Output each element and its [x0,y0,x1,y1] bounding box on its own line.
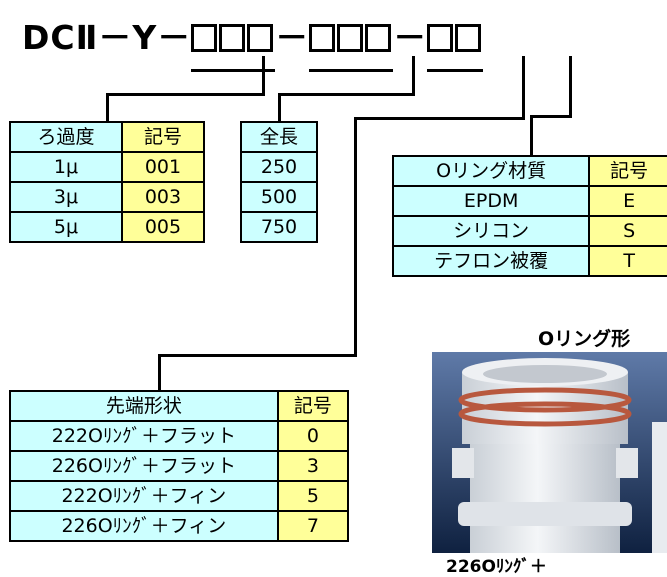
symbol-value: 0 [276,420,350,452]
connector-line [530,115,572,118]
slot-group-2 [309,8,394,72]
filtration-header: ろ過度 [9,121,123,153]
slot-group-1 [191,8,276,72]
oring-material-value: シリコン [391,215,591,247]
slot-box [247,24,274,52]
symbol-value: 7 [276,510,350,542]
symbol-header: 記号 [588,155,667,187]
oring-cartridge-photo [432,352,667,553]
connector-line [278,93,281,121]
connector-line [569,56,572,118]
table-row: 750 [240,211,318,243]
connector-line [354,117,525,120]
tip-shape-header: 先端形状 [9,390,279,422]
symbol-value: 3 [276,450,350,482]
slot-box [455,24,482,52]
oring-material-header: Oリング材質 [391,155,591,187]
tip-shape-value: 222Oﾘﾝｸﾞ＋フラット [9,420,279,452]
slot-group-3 [427,8,484,72]
oring-material-value: EPDM [391,185,591,217]
symbol-header: 記号 [276,390,350,422]
connector-line [262,56,265,96]
length-header: 全長 [240,121,318,153]
slot-box [365,24,392,52]
table-row: 500 [240,181,318,213]
tip-shape-value: 226Oﾘﾝｸﾞ＋フラット [9,450,279,482]
table-header-row: 全長 [240,121,318,153]
slot-box [191,24,218,52]
table-header-row: 先端形状 記号 [9,390,350,422]
table-row: 1μ 001 [9,151,206,183]
photo-caption: Oリング形 [538,328,631,350]
table-row: 3μ 003 [9,181,206,213]
code-separator: － [275,18,310,57]
tip-shape-value: 222Oﾘﾝｸﾞ＋フィン [9,480,279,512]
oring-material-table: Oリング材質 記号 EPDM E シリコン S テフロン被覆 T [391,155,667,277]
connector-line [158,354,357,357]
cartridge-illustration [432,352,667,553]
table-row: EPDM E [391,185,667,217]
filtration-value: 1μ [9,151,123,183]
table-header-row: ろ過度 記号 [9,121,206,153]
length-value: 250 [240,151,318,183]
length-value: 750 [240,211,318,243]
table-header-row: Oリング材質 記号 [391,155,667,187]
symbol-header: 記号 [120,121,206,153]
connector-line [354,117,357,357]
connector-line [412,56,415,96]
table-row: シリコン S [391,215,667,247]
symbol-value: 005 [120,211,206,243]
code-prefix: DCⅡ－Y－ [22,18,192,57]
connector-line [522,56,525,120]
filtration-value: 3μ [9,181,123,213]
table-row: 250 [240,151,318,183]
connector-line [278,93,415,96]
filtration-table: ろ過度 記号 1μ 001 3μ 003 5μ 005 [9,121,206,243]
symbol-value: 001 [120,151,206,183]
slot-box [427,24,454,52]
photo-bottom-text: 226Oﾘﾝｸﾞ＋ [446,557,547,577]
connector-line [106,93,265,96]
slot-box [337,24,364,52]
code-separator: － [393,18,428,57]
tip-shape-table: 先端形状 記号 222Oﾘﾝｸﾞ＋フラット 0 226Oﾘﾝｸﾞ＋フラット 3 … [9,390,350,542]
product-code-title: DCⅡ－Y－ － － [22,8,484,72]
symbol-value: 003 [120,181,206,213]
tip-shape-value: 226Oﾘﾝｸﾞ＋フィン [9,510,279,542]
symbol-value: T [588,245,667,277]
table-row: 222Oﾘﾝｸﾞ＋フラット 0 [9,420,350,452]
connector-line [530,115,533,155]
table-row: 5μ 005 [9,211,206,243]
symbol-value: S [588,215,667,247]
length-table: 全長 250 500 750 [240,121,318,243]
table-row: 226Oﾘﾝｸﾞ＋フィン 7 [9,510,350,542]
oring-material-value: テフロン被覆 [391,245,591,277]
symbol-value: 5 [276,480,350,512]
table-row: テフロン被覆 T [391,245,667,277]
slot-box [309,24,336,52]
filtration-value: 5μ [9,211,123,243]
table-row: 222Oﾘﾝｸﾞ＋フィン 5 [9,480,350,512]
connector-line [158,354,161,390]
table-row: 226Oﾘﾝｸﾞ＋フラット 3 [9,450,350,482]
length-value: 500 [240,181,318,213]
slot-box [219,24,246,52]
symbol-value: E [588,185,667,217]
connector-line [106,93,109,121]
